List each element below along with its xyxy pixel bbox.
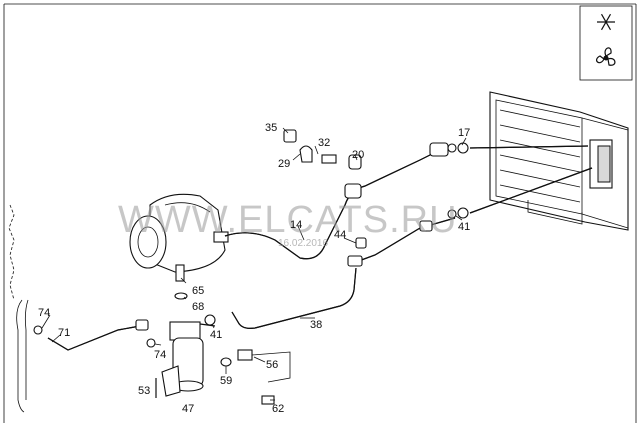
- liquid-line: [231, 217, 456, 329]
- watermark-text: WWW.ELCATS.RU: [118, 199, 458, 241]
- watermark-date: 16.02.2016: [278, 238, 328, 249]
- fan-icon: [596, 47, 616, 66]
- evaporator-housing: [489, 91, 629, 231]
- icon-box: [579, 5, 633, 81]
- callout-32[interactable]: 32: [318, 137, 330, 149]
- left-edge-outline: [8, 204, 29, 413]
- small-parts: [155, 129, 457, 405]
- condenser-line: [33, 319, 156, 351]
- callout-56[interactable]: 56: [266, 359, 278, 371]
- callout-47[interactable]: 47: [182, 403, 194, 415]
- callout-62[interactable]: 62: [272, 403, 284, 415]
- callout-14[interactable]: 14: [290, 219, 302, 231]
- suction-hose: [224, 142, 449, 260]
- callout-41-upper[interactable]: 41: [458, 221, 470, 233]
- leader-lines: [41, 127, 467, 401]
- callout-68[interactable]: 68: [192, 301, 204, 313]
- callout-74-lower[interactable]: 74: [154, 349, 166, 361]
- callout-44[interactable]: 44: [334, 229, 346, 241]
- receiver-dryer: [161, 321, 216, 397]
- evaporator-pipes: [457, 142, 593, 219]
- callout-35[interactable]: 35: [265, 122, 277, 134]
- callout-41-lower[interactable]: 41: [210, 329, 222, 341]
- compressor: [129, 193, 229, 273]
- callout-74-left[interactable]: 74: [38, 307, 50, 319]
- snowflake-icon: [597, 13, 615, 31]
- callout-20[interactable]: 20: [352, 149, 364, 161]
- callout-29[interactable]: 29: [278, 158, 290, 170]
- callout-53[interactable]: 53: [138, 385, 150, 397]
- callout-71[interactable]: 71: [58, 327, 70, 339]
- callout-65[interactable]: 65: [192, 285, 204, 297]
- callout-38[interactable]: 38: [310, 319, 322, 331]
- callout-59[interactable]: 59: [220, 375, 232, 387]
- callout-17[interactable]: 17: [458, 127, 470, 139]
